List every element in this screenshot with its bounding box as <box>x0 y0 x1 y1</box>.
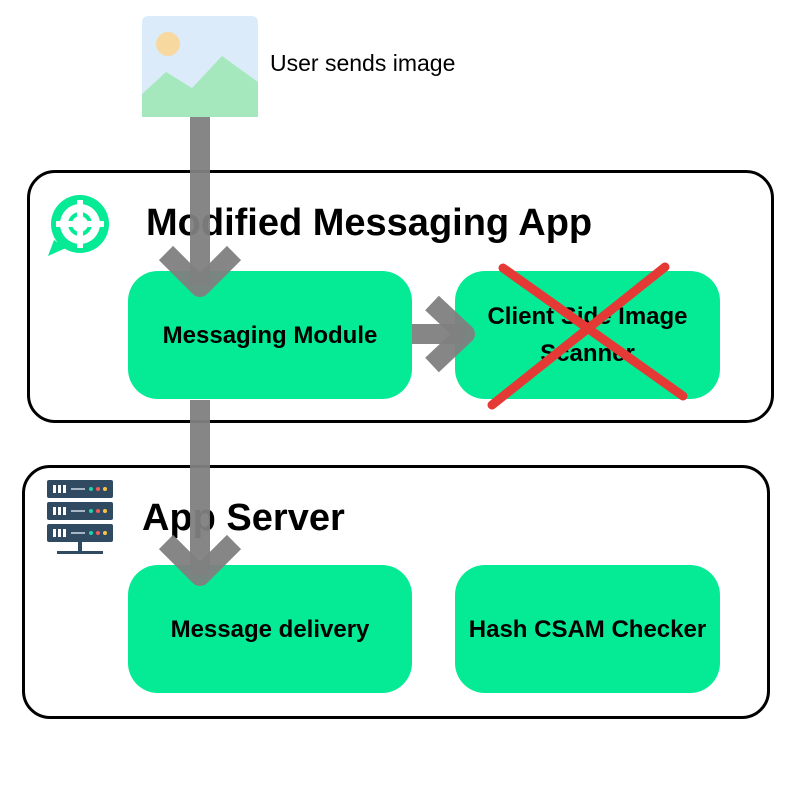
arrowhead-messaging-module <box>158 245 242 297</box>
red-x-icon <box>487 262 688 410</box>
image-icon <box>142 16 258 117</box>
arrowhead-message-delivery <box>158 534 242 586</box>
hash-csam-checker-node: Hash CSAM Checker <box>455 565 720 693</box>
message-delivery-node: Message delivery <box>128 565 412 693</box>
messaging-app-icon <box>48 195 109 256</box>
client-side-image-scanner-node: Client Side Image Scanner <box>455 271 720 399</box>
arrowhead-scanner <box>425 295 475 373</box>
modified-messaging-app-title: Modified Messaging App <box>146 202 593 244</box>
user-sends-image-caption: User sends image <box>270 50 456 76</box>
server-rack-icon <box>47 480 113 554</box>
app-server-title: App Server <box>142 497 345 539</box>
messaging-module-node: Messaging Module <box>128 271 412 399</box>
